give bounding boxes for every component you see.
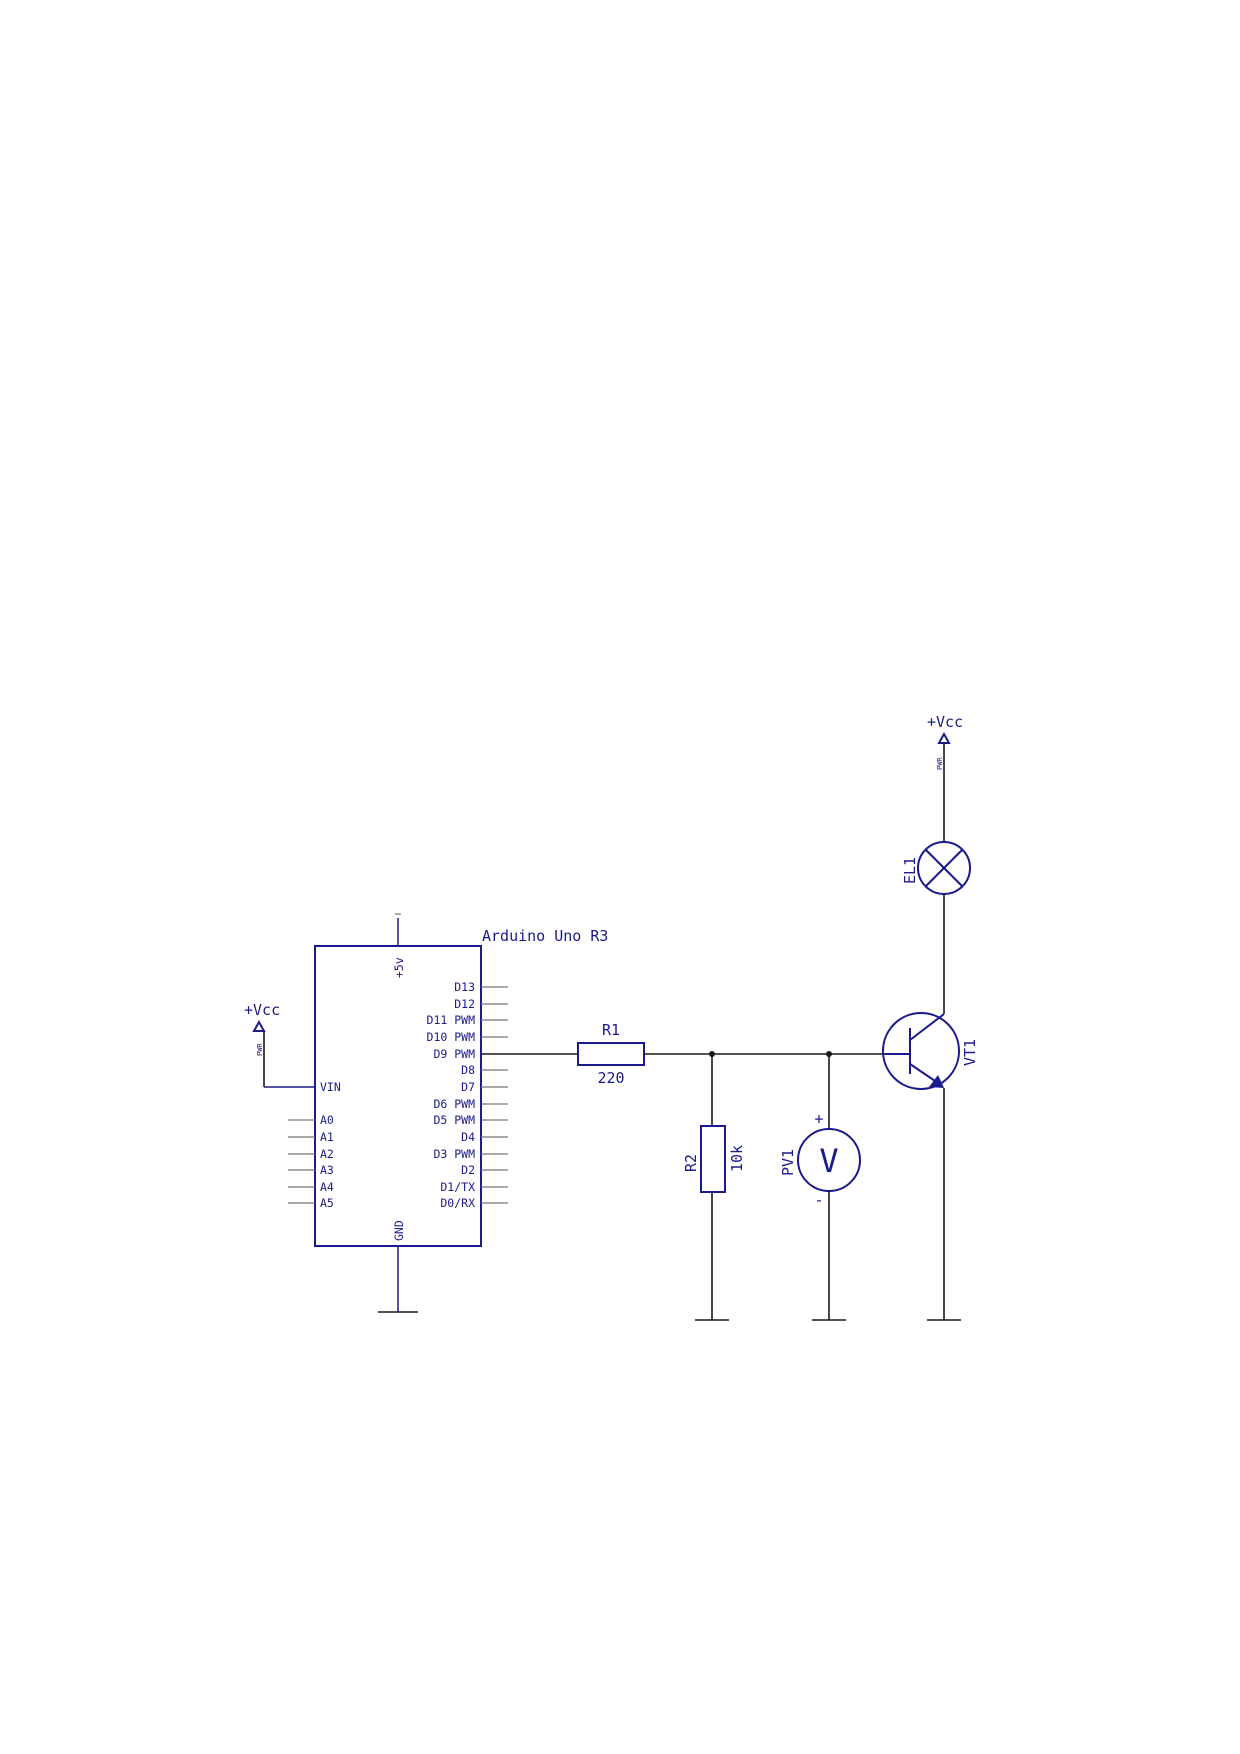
- r1-body: [577, 1042, 645, 1066]
- pin-a2-label: A2: [320, 1147, 334, 1161]
- pin-a1: A1: [288, 1130, 334, 1144]
- pv1-symbol: V: [819, 1142, 838, 1180]
- vcc-right-arrow-icon: [937, 731, 951, 744]
- lamp-el1: EL1: [901, 841, 971, 895]
- pin-a4: A4: [288, 1180, 334, 1194]
- pin-d11: D11 PWM: [427, 1013, 508, 1027]
- vcc-right-tag: PWR: [936, 757, 944, 770]
- pin-d7-label: D7: [461, 1080, 475, 1094]
- vcc-right-label: +Vcc: [927, 713, 963, 731]
- pin-d6-label: D6 PWM: [433, 1097, 475, 1111]
- pin-a3: A3: [288, 1163, 334, 1177]
- resistor-r2: R2 10k: [682, 1125, 746, 1193]
- vcc-left-label: +Vcc: [244, 1001, 280, 1019]
- r1-ref: R1: [602, 1021, 620, 1039]
- pin-d12-label: D12: [454, 997, 475, 1011]
- resistor-r1: R1 220: [577, 1021, 645, 1087]
- pin-d7: D7: [461, 1080, 508, 1094]
- arduino-title: Arduino Uno R3: [482, 927, 608, 945]
- pin-d8: D8: [461, 1063, 508, 1077]
- pin-d11-label: D11 PWM: [427, 1013, 476, 1027]
- vt1-ref: VT1: [961, 1039, 979, 1066]
- pin-gnd-label: GND: [392, 1220, 406, 1241]
- pin-a5-label: A5: [320, 1196, 334, 1210]
- el1-cross-b: [925, 849, 963, 887]
- pin-d0: D0/RX: [440, 1196, 508, 1210]
- pin-a0: A0: [288, 1113, 334, 1127]
- arduino-uno: Arduino Uno R3 +5v GND VIN A0 A1 A2 A3: [264, 913, 608, 1313]
- pin-d2-label: D2: [461, 1163, 475, 1177]
- vt1-emitter-arrow-icon: [929, 1075, 944, 1088]
- pin-a3-label: A3: [320, 1163, 334, 1177]
- pin-d10: D10 PWM: [427, 1030, 508, 1044]
- pin-d5-label: D5 PWM: [433, 1113, 475, 1127]
- vt1-body: [882, 1012, 960, 1090]
- pin-d1-label: D1/TX: [440, 1180, 475, 1194]
- pin-d0-label: D0/RX: [440, 1196, 475, 1210]
- pv1-plus: +: [814, 1110, 823, 1128]
- pin-a0-label: A0: [320, 1113, 334, 1127]
- pin-d2: D2: [461, 1163, 508, 1177]
- vcc-left: +Vcc PWR: [244, 1001, 280, 1087]
- pin-d9-label: D9 PWM: [433, 1047, 475, 1061]
- pin-a1-label: A1: [320, 1130, 334, 1144]
- vt1-collector: [909, 1013, 945, 1041]
- pin-d13: D13: [454, 980, 508, 994]
- pin-d3-label: D3 PWM: [433, 1147, 475, 1161]
- el1-ref: EL1: [901, 857, 919, 884]
- vcc-left-tag: PWR: [256, 1043, 264, 1056]
- voltmeter-pv1: V + - PV1: [779, 1110, 861, 1209]
- pin-d10-label: D10 PWM: [427, 1030, 476, 1044]
- r1-value: 220: [597, 1069, 624, 1087]
- vcc-right: +Vcc PWR: [927, 713, 963, 770]
- pin-d3: D3 PWM: [433, 1147, 508, 1161]
- pin-vin-label: VIN: [320, 1080, 341, 1094]
- pin-a2: A2: [288, 1147, 334, 1161]
- pin-a4-label: A4: [320, 1180, 334, 1194]
- pin-d6: D6 PWM: [433, 1097, 508, 1111]
- r2-ref: R2: [682, 1154, 700, 1172]
- pin-d9: D9 PWM: [433, 1047, 475, 1061]
- pin-d5: D5 PWM: [433, 1113, 508, 1127]
- pin-5v-label: +5v: [392, 957, 406, 978]
- r2-body: [700, 1125, 726, 1193]
- transistor-vt1: VT1: [882, 1012, 979, 1090]
- vcc-left-arrow-icon: [252, 1019, 266, 1032]
- pin-d4-label: D4: [461, 1130, 475, 1144]
- pv1-minus: -: [814, 1191, 823, 1209]
- pin-d13-label: D13: [454, 980, 475, 994]
- pv1-ref: PV1: [779, 1149, 797, 1176]
- pin-a5: A5: [288, 1196, 334, 1210]
- pin-d4: D4: [461, 1130, 508, 1144]
- pin-d12: D12: [454, 997, 508, 1011]
- r2-value: 10k: [728, 1145, 746, 1172]
- pin-d8-label: D8: [461, 1063, 475, 1077]
- pin-d1: D1/TX: [440, 1180, 508, 1194]
